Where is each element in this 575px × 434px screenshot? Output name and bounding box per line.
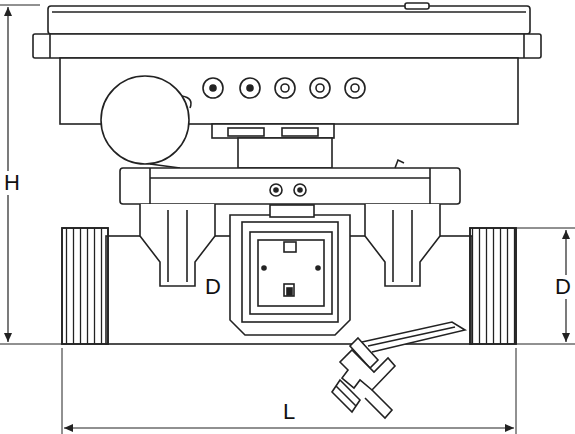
dimension-label: H	[2, 171, 22, 195]
dimension-label: D	[203, 275, 223, 299]
dimension-label: D	[553, 275, 573, 299]
dimension-label: L	[281, 400, 297, 424]
